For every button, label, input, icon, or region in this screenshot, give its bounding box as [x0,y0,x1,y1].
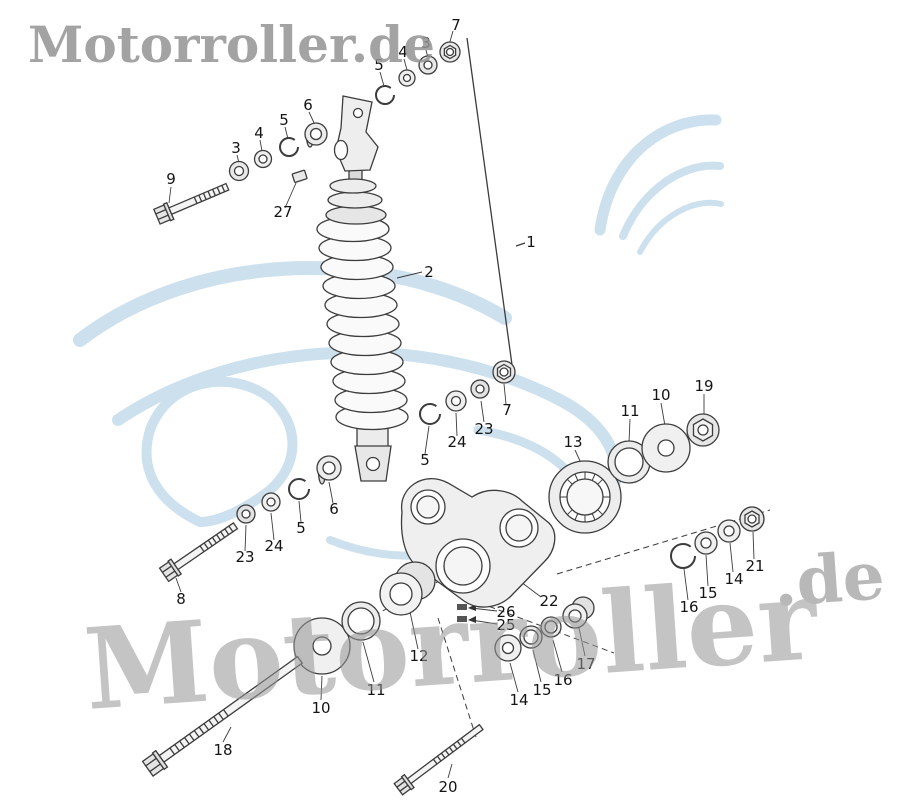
part-circlip-5-mid [419,403,441,425]
part-ring-15-bottom [519,625,543,649]
part-label: 15 [532,681,551,699]
part-label: 3 [231,139,241,157]
part-label: 4 [398,43,408,61]
part-label: 11 [620,402,639,420]
part-bolt-20 [393,723,484,796]
part-washer-24-mid [445,390,467,412]
part-bolt-18 [141,655,304,777]
part-bolt-8 [158,522,239,583]
part-label: 9 [166,170,176,188]
part-label: 7 [502,401,512,419]
part-nut-7-top [439,41,461,63]
part-circlip-5-low [288,478,310,500]
callout-line-part-1 [466,37,526,373]
part-label: 13 [563,433,582,451]
part-label: 15 [698,584,717,602]
part-circlip-5-left [279,137,299,157]
part-label: 21 [745,557,764,575]
watermark-top-left: Motorroller.de [28,15,435,74]
part-label: 14 [509,691,528,709]
coil-spring [316,215,409,431]
part-label: 6 [329,500,339,518]
part-label: 26 [496,603,515,621]
part-label: 24 [264,537,283,555]
part-washer-14-right [717,519,741,543]
part-label: 1 [526,233,536,251]
part-nut-21 [739,506,765,532]
part-key-27 [291,169,308,183]
part-number-labels: 7 3 4 5 6 5 4 3 9 27 2 1 7 23 24 5 13 11… [166,16,764,796]
part-grease-fitting-26 [457,604,467,610]
part-washer-10-right [641,423,691,473]
part-washer-10-bottom [293,617,351,675]
part-bushing-12 [379,561,436,616]
part-washer-4-top [398,69,416,87]
part-label: 5 [374,56,384,74]
part-label: 18 [213,741,232,759]
part-label: 16 [679,598,698,616]
part-label: 3 [421,34,431,52]
part-washer-4-left [253,149,273,169]
part-label: 10 [311,699,330,717]
part-label: 5 [420,451,430,469]
part-label: 23 [235,548,254,566]
part-label: 5 [296,519,306,537]
part-washer-23-mid [470,379,490,399]
part-bushing-17 [562,596,595,629]
part-grease-fitting-25 [457,616,467,622]
part-label: 8 [176,590,186,608]
part-ring-11-bottom [341,601,381,641]
part-ring-16-bottom [540,616,562,638]
part-label: 2 [424,263,434,281]
part-bushing-6-low [316,455,342,485]
part-ring-11-right [607,440,651,484]
part-label: 17 [576,655,595,673]
part-shock-absorber [316,95,409,482]
part-label: 4 [254,124,264,142]
watermark-de-suffix: .de [771,536,887,622]
part-flange-nut-19 [686,413,720,447]
part-washer-3-left [228,160,250,182]
part-label: 6 [303,96,313,114]
part-circlip-16-right [670,543,696,569]
part-nut-7-mid [492,360,516,384]
part-label: 25 [496,616,515,634]
part-washer-3-top [418,55,438,75]
part-label: 10 [651,386,670,404]
part-washer-15-right [694,531,718,555]
part-label: 27 [273,203,292,221]
part-label: 12 [409,647,428,665]
part-bolt-9 [152,182,230,225]
exploded-diagram: 7 3 4 5 6 5 4 3 9 27 2 1 7 23 24 5 13 11… [141,16,771,796]
part-washer-14-bottom [494,634,522,662]
watermark-big-text: Motorroller [80,554,823,736]
part-label: 5 [279,111,289,129]
part-splined-bushing-13 [548,460,622,534]
part-bushing-6-top [304,122,328,148]
part-label: 19 [694,377,713,395]
part-washer-24-low [261,492,281,512]
part-washer-23-low [236,504,256,524]
arrowhead-25 [468,616,476,623]
part-label: 16 [553,671,572,689]
brand-logo-watermark [73,114,724,560]
part-linkage-22 [400,478,556,608]
part-circlip-5-top [375,85,395,105]
part-label: 23 [474,420,493,438]
part-label: 22 [539,592,558,610]
part-label: 20 [438,778,457,796]
part-label: 11 [366,681,385,699]
part-label: 14 [724,570,743,588]
part-label: 24 [447,433,466,451]
part-label: 7 [451,16,461,34]
